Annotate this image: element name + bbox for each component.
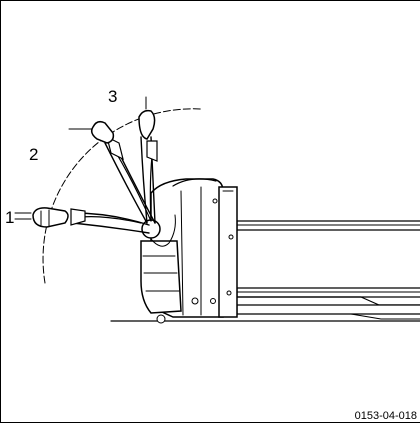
position-label-2: 2 [29,145,38,164]
position-label-3: 3 [108,87,117,106]
tiller-position-2 [90,120,156,224]
tiller-position-3 [138,109,158,224]
truck-body [140,178,238,324]
position-label-1: 1 [5,208,14,227]
figure-code: 0153-04-018 [355,410,417,422]
forks [236,220,420,320]
tiller-swing-arc [42,108,202,284]
tiller-position-1 [32,207,150,234]
tiller-cable [150,214,176,247]
